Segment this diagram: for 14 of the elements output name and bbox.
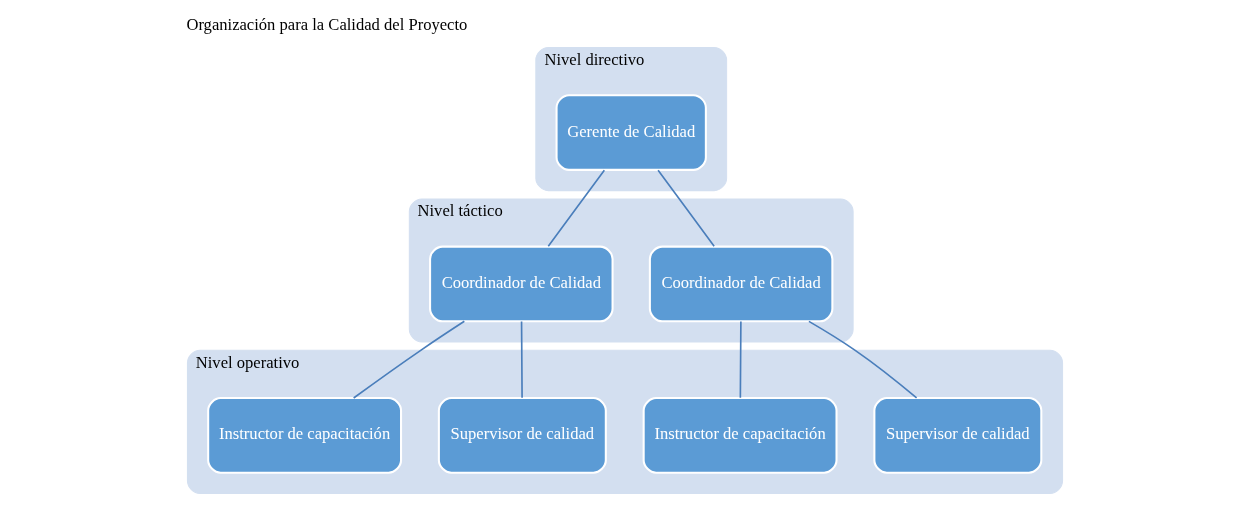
connector (546, 169, 605, 248)
node-box: Gerente de Calidad (555, 94, 707, 171)
connector (520, 320, 523, 399)
node-box: Coordinador de Calidad (428, 245, 614, 323)
node-box: Supervisor de calidad (437, 396, 607, 474)
node-box: Supervisor de calidad (872, 396, 1042, 474)
connector (656, 169, 715, 248)
node-box: Instructor de capacitación (642, 396, 838, 474)
connector (739, 320, 742, 399)
node-box: Coordinador de Calidad (648, 245, 833, 323)
connector (352, 320, 465, 399)
node-box: Instructor de capacitación (206, 396, 402, 474)
diagram-title: Organización para la Calidad del Proyecto (185, 14, 467, 34)
connector (807, 320, 917, 399)
